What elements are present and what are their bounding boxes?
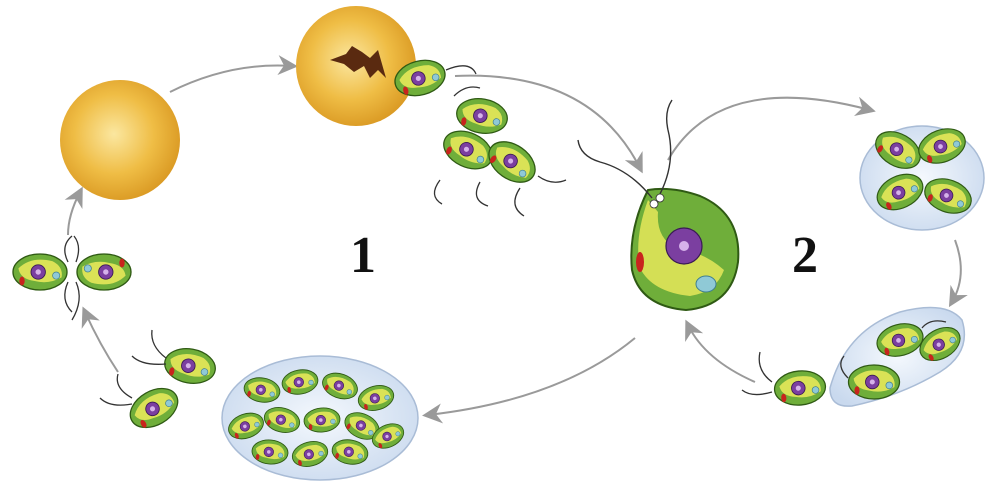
sporangium-top — [860, 123, 984, 230]
germinating-zygote — [296, 6, 416, 126]
flagellum — [660, 100, 672, 194]
cycle-label-1: 1 — [350, 227, 376, 284]
zygote — [60, 80, 180, 200]
mature-cell — [578, 100, 738, 310]
arrow-pairing-to-zygote — [68, 192, 80, 235]
gametangium — [222, 356, 418, 480]
free-gametes — [100, 330, 218, 435]
flagellum — [578, 140, 652, 198]
zoospores-released — [391, 55, 566, 216]
sporangium-release — [742, 308, 966, 408]
cycle-label-2: 2 — [792, 227, 818, 284]
arrow-large-cell-to-gamete-sac — [428, 338, 635, 415]
pairing-gametes — [13, 236, 131, 320]
arrow-sac-top-to-sac-bottom — [952, 240, 961, 302]
arrow-zygote-to-cracked-zygote — [170, 66, 292, 92]
eyespot — [636, 252, 644, 272]
vacuole — [696, 276, 716, 292]
arrow-release-to-large-cell — [688, 325, 755, 382]
arrow-gametes-to-pairing — [85, 312, 118, 372]
arrow-large-cell-to-sac-top — [668, 98, 870, 160]
